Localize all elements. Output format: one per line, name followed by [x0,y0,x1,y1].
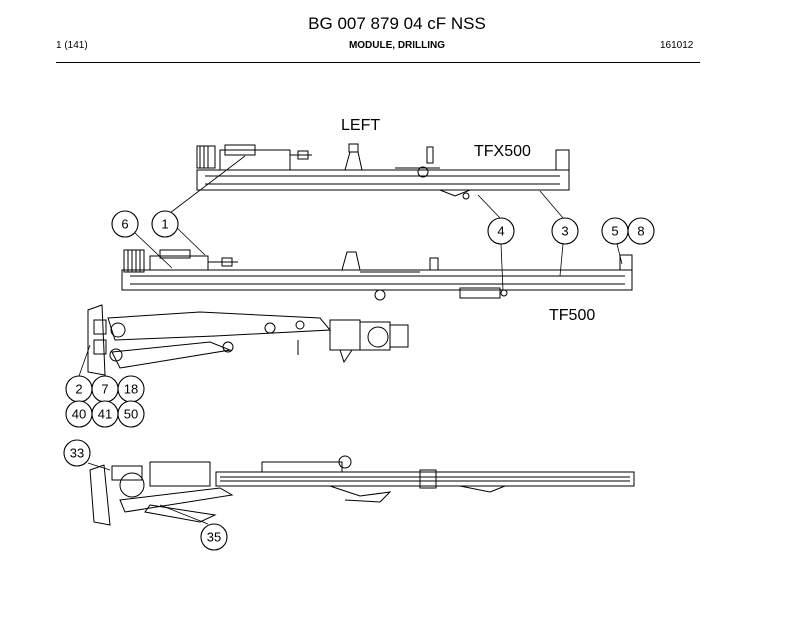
callout-50: 50 [117,400,145,428]
svg-text:1: 1 [161,217,168,232]
callout-6: 6 [111,210,139,238]
tf500-feed-beam [121,249,633,301]
svg-text:8: 8 [637,224,644,239]
svg-text:50: 50 [124,407,138,422]
tfx500-feed-beam [196,143,570,200]
callout-33: 33 [63,439,91,467]
view-label-left: LEFT [341,117,381,134]
callout-18: 18 [117,375,145,403]
svg-text:7: 7 [101,382,108,397]
svg-text:3: 3 [561,224,568,239]
callout-1: 1 [151,210,179,238]
callout-35: 35 [200,523,228,551]
page-number: 1 (141) [56,40,88,51]
document-title: BG 007 879 04 cF NSS [308,14,486,33]
side-view-assembly [89,455,635,526]
leader-lines [78,155,623,525]
svg-text:35: 35 [207,530,221,545]
callout-8: 8 [627,217,655,245]
view-label-tfx500: TFX500 [474,143,531,160]
view-label-tf500: TF500 [549,307,596,324]
svg-text:18: 18 [124,382,138,397]
callout-4: 4 [487,217,515,245]
document-date: 161012 [660,40,694,51]
svg-text:33: 33 [70,446,84,461]
svg-text:4: 4 [497,224,504,239]
callout-7: 7 [91,375,119,403]
section-title: MODULE, DRILLING [348,40,446,51]
svg-text:41: 41 [98,407,112,422]
svg-text:5: 5 [611,224,618,239]
svg-text:6: 6 [121,217,128,232]
boom-assembly [87,304,409,376]
header-rule [56,62,700,63]
callout-5: 5 [601,217,629,245]
svg-text:40: 40 [72,407,86,422]
callout-3: 3 [551,217,579,245]
svg-text:2: 2 [75,382,82,397]
callout-41: 41 [91,400,119,428]
callout-40: 40 [65,400,93,428]
callout-2: 2 [65,375,93,403]
